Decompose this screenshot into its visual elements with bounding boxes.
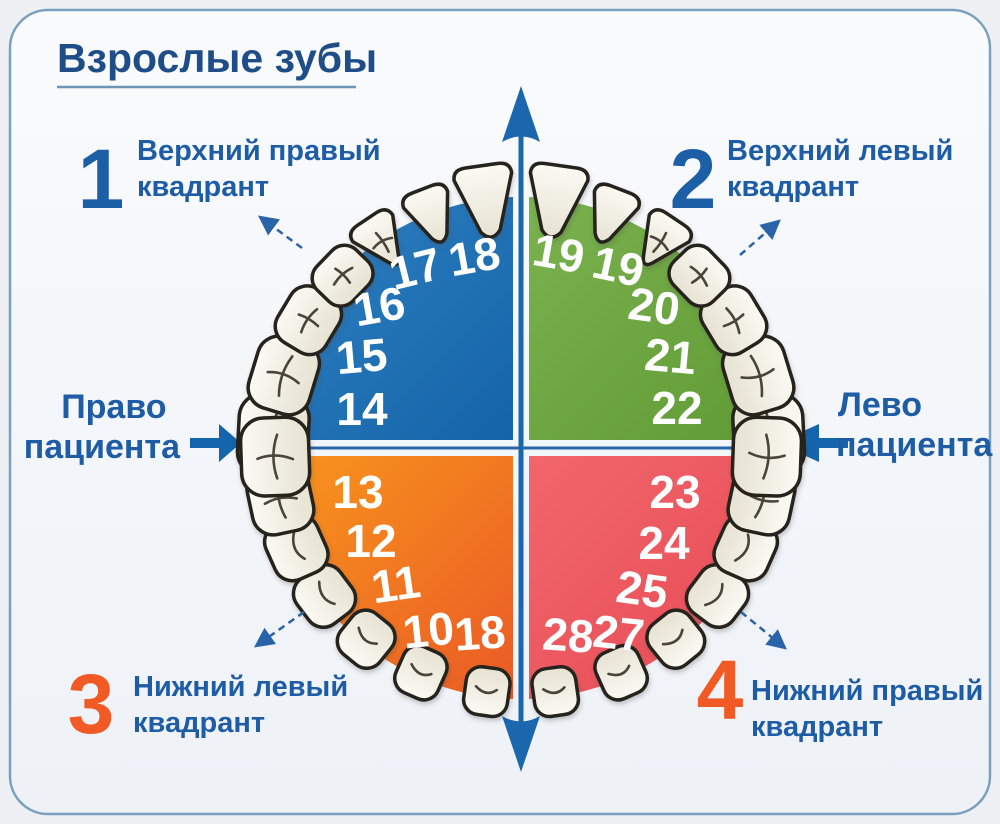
tooth-number: 27 xyxy=(591,605,647,662)
tooth-fissure xyxy=(689,265,709,287)
tooth xyxy=(684,562,751,630)
tooth-fissure xyxy=(256,433,295,480)
patient-right-label: Право пациента xyxy=(24,388,181,466)
arrow-up-icon xyxy=(502,86,540,142)
tooth xyxy=(730,415,804,498)
tooth-fissure xyxy=(542,686,566,695)
teeth-arches xyxy=(235,161,807,719)
quadrant-1-number: 1 xyxy=(78,132,125,226)
tooth xyxy=(698,284,769,357)
tooth-number: 24 xyxy=(638,517,690,569)
tooth-fissure xyxy=(372,231,394,253)
tooth-number: 19 xyxy=(588,236,649,298)
tooth-fissure xyxy=(722,307,745,335)
tooth-number: 17 xyxy=(384,237,446,300)
page-title: Взрослые зубы xyxy=(57,35,377,81)
quadrant-4-pointer-arrow xyxy=(740,611,787,650)
quadrant-2-shape xyxy=(529,197,772,440)
tooth xyxy=(392,643,449,702)
arrow-down-icon xyxy=(502,716,540,772)
tooth-fissure xyxy=(291,530,307,561)
tooth-fissure xyxy=(740,354,775,398)
tooth xyxy=(592,182,641,244)
tooth xyxy=(641,208,694,267)
tooth-number: 22 xyxy=(651,382,702,434)
tooth xyxy=(238,415,312,498)
tooth xyxy=(452,161,514,239)
quadrant-1-pointer-arrow xyxy=(257,215,303,250)
tooth-number: 10 xyxy=(400,602,456,659)
tooth-fissure xyxy=(703,582,724,607)
tooth xyxy=(667,243,732,308)
tooth xyxy=(528,161,590,239)
tooth-number: 15 xyxy=(334,328,390,384)
tooth xyxy=(401,182,450,244)
quadrant-3-shape xyxy=(270,456,513,699)
tooth-number: 19 xyxy=(529,223,588,283)
tooth xyxy=(273,284,344,357)
quadrant-4-label: Нижний правый квадрант xyxy=(751,675,991,743)
tooth-number: 21 xyxy=(643,328,699,384)
quadrant-3-number: 3 xyxy=(68,657,115,751)
tooth-fissure xyxy=(661,628,684,646)
axes xyxy=(190,86,848,772)
patient-left-label: Лево пациента xyxy=(836,386,993,464)
tooth-number: 14 xyxy=(336,383,388,435)
side-labels: Право пациента Лево пациента xyxy=(24,386,994,466)
tooth xyxy=(530,664,581,719)
tooth-fissure xyxy=(748,433,786,480)
tooth xyxy=(310,243,375,308)
quadrant-shapes xyxy=(270,197,772,699)
quadrant-3-pointer-arrow xyxy=(253,610,305,648)
quadrant-2-pointer-arrow xyxy=(739,219,781,256)
tooth-fissure xyxy=(607,664,631,677)
tooth-fissure xyxy=(649,231,669,253)
tooth-fissure xyxy=(733,533,750,562)
tooth xyxy=(461,664,512,719)
tooth-fissure xyxy=(357,626,379,645)
tooth xyxy=(335,608,397,670)
quadrant-2-number: 2 xyxy=(670,132,717,226)
tooth-fissure xyxy=(332,266,354,286)
tooth-fissure xyxy=(297,307,320,334)
quadrant-3-label: Нижний левый квадрант xyxy=(133,671,356,739)
tooth-number: 12 xyxy=(345,515,396,567)
quadrant-4-shape xyxy=(529,456,772,699)
tooth-number: 16 xyxy=(350,276,409,336)
quadrant-labels: 1 Верхний правый квадрант 2 Верхний левы… xyxy=(68,132,991,751)
tooth-number: 23 xyxy=(649,466,700,518)
tooth-number: 11 xyxy=(368,555,423,613)
arrow-left-icon xyxy=(777,424,848,462)
quadrant-1-shape xyxy=(270,197,513,440)
tooth-number: 25 xyxy=(613,560,671,619)
tooth-number-labels: 18 17 16 15 14 19 19 20 21 22 13 12 11 1… xyxy=(332,223,702,663)
tooth-number: 20 xyxy=(625,277,683,336)
quadrant-2-label: Верхний левый квадрант xyxy=(727,135,961,203)
tooth xyxy=(348,208,401,267)
tooth-number: 18 xyxy=(453,605,508,660)
tooth xyxy=(645,608,707,670)
tooth xyxy=(593,643,650,702)
quadrant-4-number: 4 xyxy=(697,643,744,737)
arrow-right-icon xyxy=(190,424,241,462)
tooth-number: 18 xyxy=(445,226,504,286)
tooth-number: 28 xyxy=(541,607,596,662)
tooth-number: 13 xyxy=(332,466,383,518)
tooth-fissure xyxy=(410,662,433,677)
quadrant-1-label: Верхний правый квадрант xyxy=(137,135,389,203)
tooth-fissure xyxy=(317,580,336,606)
tooth-fissure xyxy=(266,355,300,397)
tooth-fissure xyxy=(474,684,499,695)
